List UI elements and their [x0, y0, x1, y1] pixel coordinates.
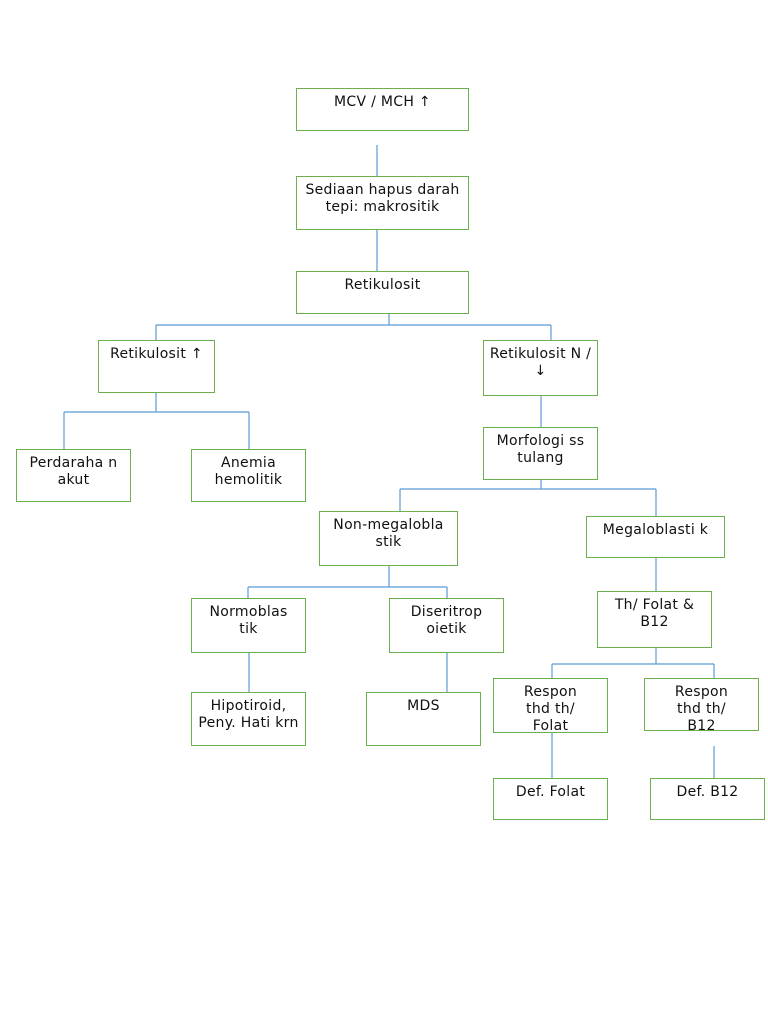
node-label: Def. Folat [515, 784, 586, 800]
node-label: MDS [407, 698, 440, 714]
node-normoblastik: Normoblas tik [191, 598, 306, 653]
node-retikulosit: Retikulosit [296, 271, 469, 314]
node-def-b12: Def. B12 [650, 778, 765, 820]
node-label: Respon thd th/ B12 [674, 684, 729, 731]
node-label: Respon thd th/ Folat [523, 684, 578, 733]
node-label: Th/ Folat & B12 [614, 597, 695, 630]
node-label: Retikulosit ↑ [110, 346, 203, 362]
node-label: Normoblas tik [209, 604, 288, 637]
node-mcv-mch: MCV / MCH ↑ [296, 88, 469, 131]
node-th-folat-b12: Th/ Folat & B12 [597, 591, 712, 648]
node-morfologi: Morfologi ss tulang [483, 427, 598, 480]
node-retikulosit-up: Retikulosit ↑ [98, 340, 215, 393]
node-sediaan-hapus: Sediaan hapus darah tepi: makrositik [296, 176, 469, 230]
node-perdarahan-akut: Perdaraha n akut [16, 449, 131, 502]
node-label: Anemia hemolitik [214, 455, 283, 488]
node-diseritropoietik: Diseritrop oietik [389, 598, 504, 653]
node-non-megaloblastik: Non-megaloblastik [319, 511, 458, 566]
node-label: Perdaraha n akut [29, 455, 118, 488]
node-megaloblastik: Megaloblasti k [586, 516, 725, 558]
node-respon-folat: Respon thd th/ Folat [493, 678, 608, 733]
node-label: Def. B12 [676, 784, 739, 800]
node-def-folat: Def. Folat [493, 778, 608, 820]
node-label: Non-megaloblastik [333, 517, 444, 550]
node-anemia-hemolitik: Anemia hemolitik [191, 449, 306, 502]
node-mds: MDS [366, 692, 481, 746]
node-retikulosit-down: Retikulosit N / ↓ [483, 340, 598, 396]
node-label: Retikulosit N / ↓ [489, 346, 592, 379]
node-label: Morfologi ss tulang [496, 433, 585, 466]
node-hipotiroid: Hipotiroid, Peny. Hati krn [191, 692, 306, 746]
node-label: Diseritrop oietik [410, 604, 483, 637]
node-label: Hipotiroid, Peny. Hati krn [198, 698, 299, 731]
node-label: Retikulosit [344, 277, 421, 293]
node-label: Megaloblasti k [602, 522, 709, 538]
node-respon-b12: Respon thd th/ B12 [644, 678, 759, 731]
node-label: MCV / MCH ↑ [334, 94, 431, 110]
node-label: Sediaan hapus darah tepi: makrositik [305, 182, 460, 215]
